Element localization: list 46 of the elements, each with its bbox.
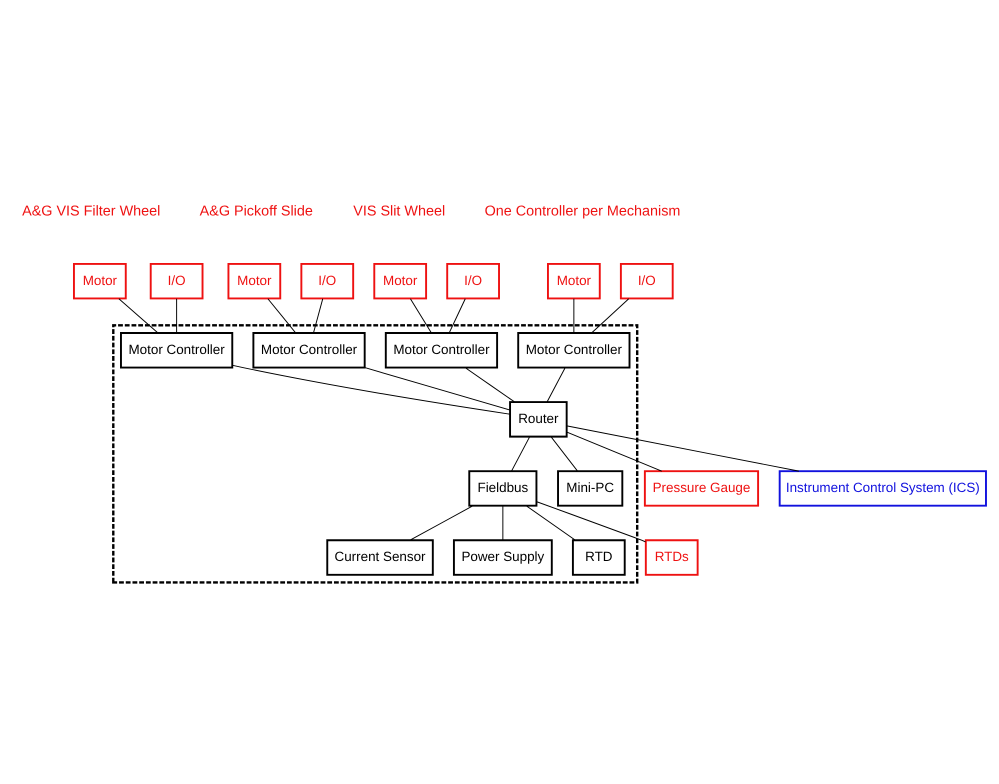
label: One Controller per Mechanism: [484, 202, 680, 219]
node-box: Motor: [227, 262, 282, 299]
connector: [573, 298, 574, 333]
node-box: Pressure Gauge: [644, 470, 760, 506]
node-box: Motor: [547, 262, 601, 299]
node-box: RTDs: [644, 538, 699, 576]
label: VIS Slit Wheel: [353, 202, 446, 219]
connector: [232, 364, 510, 414]
connector: [448, 298, 466, 333]
connector: [176, 298, 178, 333]
node-box: I/O: [150, 262, 204, 299]
connector: [536, 500, 646, 542]
connector: [313, 298, 324, 333]
node-box: Mini-PC: [557, 470, 624, 506]
connector: [550, 436, 578, 472]
connector: [511, 436, 530, 472]
node-box: Motor Controller: [120, 332, 234, 368]
connector: [526, 504, 576, 540]
cluster: [112, 324, 638, 584]
connector: [410, 504, 474, 540]
connector: [118, 298, 158, 333]
node-box: Motor Controller: [517, 332, 630, 368]
node-box: I/O: [620, 262, 674, 299]
connector: [464, 366, 516, 402]
connector: [546, 366, 566, 402]
node-box: Motor: [373, 262, 428, 299]
node-box: RTD: [572, 538, 626, 576]
connector: [267, 298, 296, 333]
label: A&G Pickoff Slide: [200, 202, 313, 219]
label: A&G VIS Filter Wheel: [22, 202, 160, 219]
connector: [566, 431, 662, 472]
node-box: Motor Controller: [384, 332, 498, 368]
node-box: I/O: [446, 262, 500, 299]
node-box: Router: [509, 400, 568, 438]
connector: [364, 366, 510, 410]
node-box: Power Supply: [452, 538, 553, 576]
node-box: Instrument Control System (ICS): [778, 470, 987, 506]
connector: [591, 298, 630, 333]
connector: [502, 505, 504, 540]
connector: [410, 298, 432, 333]
node-box: Fieldbus: [468, 470, 538, 506]
node-box: Motor Controller: [252, 332, 366, 368]
node-box: Motor: [73, 262, 127, 299]
node-box: I/O: [300, 262, 354, 299]
connector: [566, 424, 800, 472]
node-box: Current Sensor: [326, 538, 434, 576]
